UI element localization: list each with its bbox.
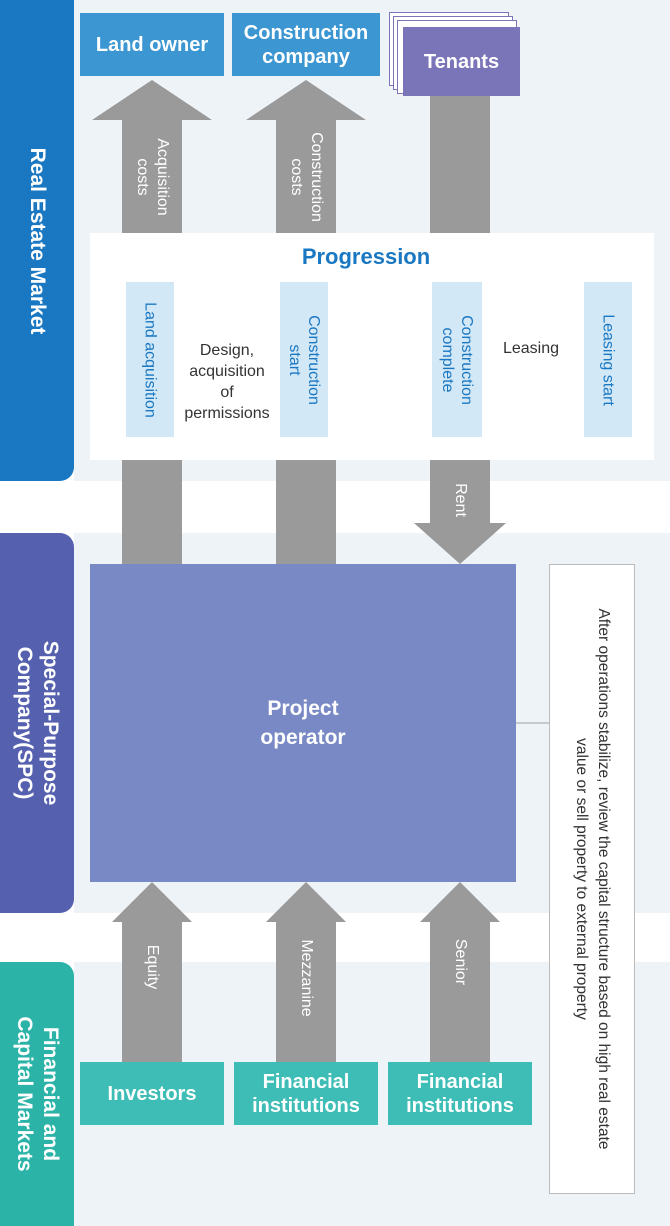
rent-arrow [414, 460, 506, 564]
land-owner-label: Land owner [95, 33, 209, 56]
project-operator-label: Project operator [260, 697, 346, 749]
construction-connector [276, 460, 336, 564]
step-construction-complete: Construction complete [432, 282, 482, 437]
step-label: Leasing start [599, 313, 617, 406]
investors-box: Investors [80, 1062, 224, 1125]
transition-design-label: Design, acquisition of permissions [184, 342, 270, 422]
equity-arrow [112, 882, 192, 1062]
equity-label-wrap: Equity [122, 922, 182, 1062]
construction-costs-label-wrap: Construction costs [276, 120, 336, 233]
step-label: Construction start [286, 314, 322, 405]
note-box: After operations stabilize, review the c… [549, 564, 635, 1194]
acquisition-costs-arrow [92, 80, 212, 233]
section-label-real-estate-market: Real Estate Market [0, 0, 74, 481]
financial-institutions-label: Financial institutions [252, 1070, 360, 1117]
financial-institutions-box-2: Financial institutions [388, 1062, 532, 1125]
project-operator-box: Project operator [90, 564, 516, 882]
land-owner-box: Land owner [80, 13, 224, 76]
senior-label-wrap: Senior [430, 922, 490, 1062]
step-label: Land acquisition [141, 301, 159, 418]
rent-label: Rent [452, 483, 469, 517]
acquisition-costs-label-wrap: Acquisition costs [122, 120, 182, 233]
progression-title: Progression [301, 244, 431, 269]
note-text: After operations stabilize, review the c… [573, 608, 612, 1150]
mezzanine-label-wrap: Mezzanine [276, 922, 336, 1062]
construction-costs-arrow [246, 80, 366, 233]
section-label-spc: Special-Purpose Company(SPC) [0, 533, 74, 913]
senior-label: Senior [452, 938, 469, 986]
tenants-label: Tenants [423, 50, 500, 73]
senior-arrow [420, 882, 500, 1062]
investors-label: Investors [107, 1082, 197, 1105]
step-label: Construction complete [439, 314, 475, 405]
progression-panel: Progression [90, 233, 654, 460]
financial-institutions-label: Financial institutions [406, 1070, 514, 1117]
rent-label-wrap: Rent [430, 470, 490, 530]
transition-leasing-label: Leasing [502, 340, 560, 357]
step-land-acquisition: Land acquisition [126, 282, 174, 437]
equity-label: Equity [144, 944, 161, 990]
mezzanine-arrow [266, 882, 346, 1062]
step-construction-start: Construction start [280, 282, 328, 437]
section-label-financial-capital-markets: Financial and Capital Markets [0, 962, 74, 1226]
land-connector [122, 460, 182, 564]
financial-institutions-box-1: Financial institutions [234, 1062, 378, 1125]
tenants-box: Tenants [403, 27, 520, 96]
construction-company-label: Construction company [243, 21, 369, 68]
construction-costs-label: Construction costs [288, 131, 325, 222]
acquisition-costs-label: Acquisition costs [134, 137, 171, 216]
tenants-connector [430, 96, 490, 233]
step-leasing-start: Leasing start [584, 282, 632, 437]
mezzanine-label: Mezzanine [298, 939, 315, 1017]
construction-company-box: Construction company [232, 13, 380, 76]
